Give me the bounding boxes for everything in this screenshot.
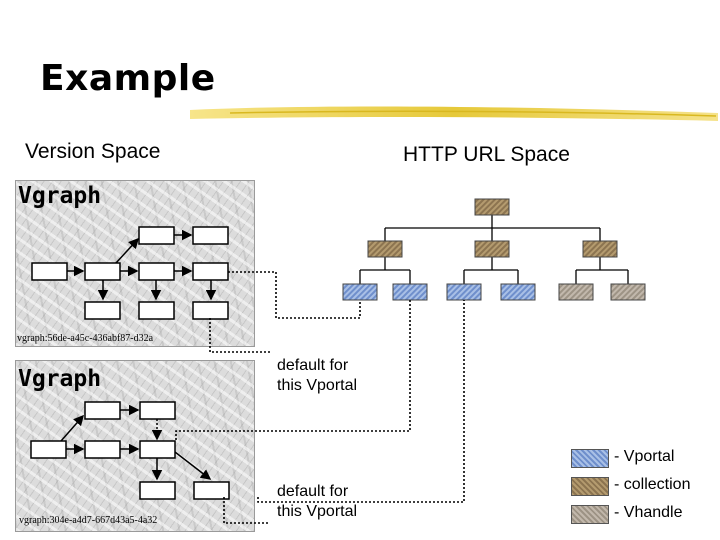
default-line: default for: [277, 483, 349, 500]
vgraph-bottom-diagram: [30, 401, 230, 500]
legend-label-collection: - collection: [614, 476, 691, 493]
vgraph-id: vgraph:304e-a4d7-667d43a5-4a32: [19, 515, 158, 526]
vgraph-id: vgraph:56de-a45c-436abf87-d32a: [17, 333, 154, 344]
default-line: this Vportal: [277, 503, 358, 520]
vgraph-panel-top: Vgraph vgraph:56de-a45c-436abf87-d32a: [15, 180, 255, 347]
vportal-node: [342, 283, 378, 301]
version-node: [192, 226, 229, 245]
version-node: [138, 301, 175, 320]
collection-node: [474, 198, 510, 216]
default-line: this Vportal: [277, 377, 358, 394]
vhandle-node: [558, 283, 594, 301]
legend-label-vhandle: - Vhandle: [614, 504, 683, 521]
version-space-label: Version Space: [25, 140, 161, 163]
vportal-node: [500, 283, 536, 301]
legend-swatch-vportal: [571, 449, 609, 468]
legend-label-vportal: - Vportal: [614, 448, 675, 465]
default-label-1: default for this Vportal: [277, 356, 357, 396]
dotted-connectors: [175, 271, 465, 524]
legend-swatch-collection: [571, 477, 609, 496]
vgraph-title: Vgraph: [18, 366, 102, 392]
vgraph-top-diagram: [31, 226, 229, 320]
vgraph-title: Vgraph: [18, 183, 102, 209]
vgraph-panel-bottom: Vgraph vgraph:304e-a4d7-667d43a5-4a32: [15, 360, 255, 532]
vportal-node: [392, 283, 428, 301]
http-space-label: HTTP URL Space: [403, 143, 570, 166]
version-node: [193, 481, 230, 500]
default-label-2: default for this Vportal: [277, 482, 357, 522]
legend-swatch-vhandle: [571, 505, 609, 524]
slide-title: Example: [40, 58, 216, 99]
collection-node: [474, 240, 510, 258]
default-line: default for: [277, 357, 349, 374]
collection-node: [367, 240, 403, 258]
vportal-node: [446, 283, 482, 301]
vhandle-node: [610, 283, 646, 301]
version-node: [84, 301, 121, 320]
collection-node: [582, 240, 618, 258]
version-node: [139, 481, 176, 500]
